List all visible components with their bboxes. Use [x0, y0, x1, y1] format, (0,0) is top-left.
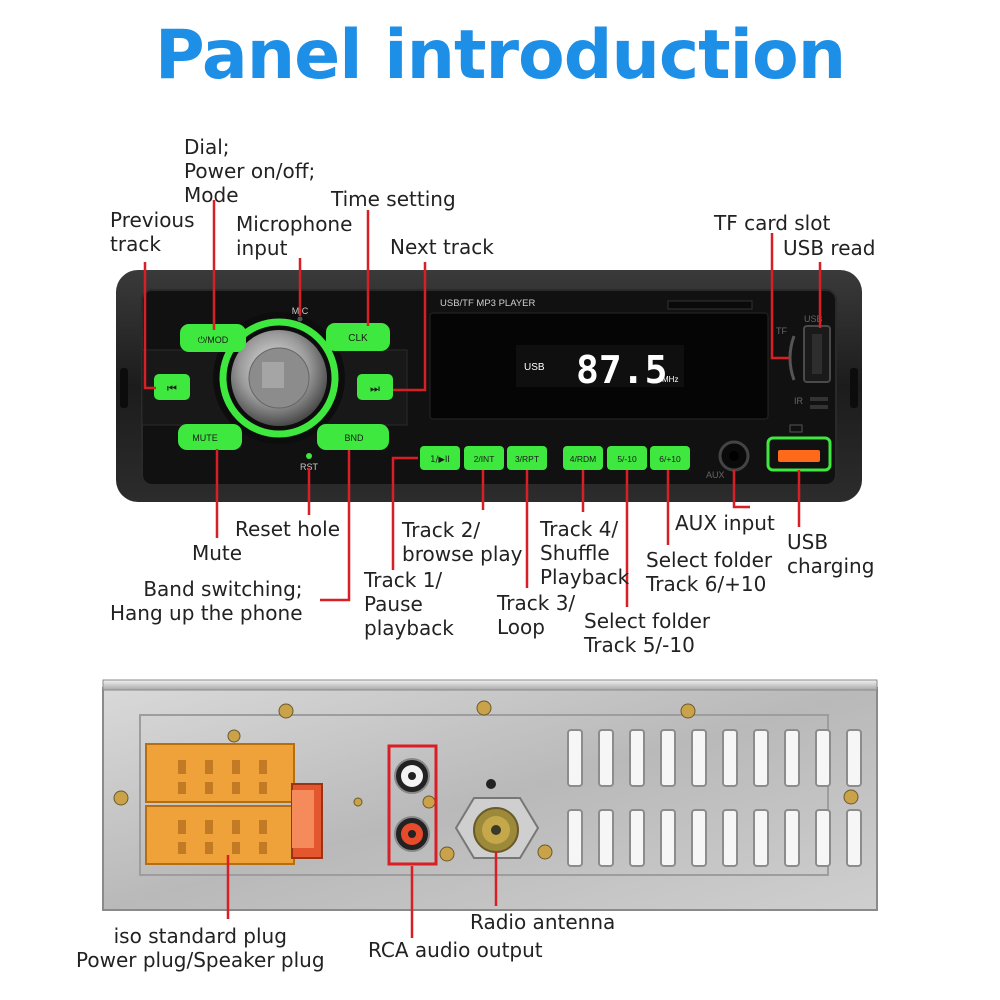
page-title: Panel introduction [154, 16, 846, 95]
label-track2: Track 2/ browse play [402, 518, 523, 566]
label-mute: Mute [192, 541, 243, 565]
button-3-label: 3/RPT [515, 454, 539, 464]
vent-slot [753, 729, 769, 787]
label-previous-track: Previous track [110, 208, 195, 256]
button-4-rdm[interactable]: 4/RDM [563, 446, 603, 470]
label-radio-antenna: Radio antenna [470, 910, 616, 934]
vent-slot [660, 809, 676, 867]
label-track3: Track 3/ Loop [497, 591, 576, 639]
vent-slot [629, 729, 645, 787]
rst-marking: RST [300, 462, 319, 472]
label-usb-charging: USB charging [787, 530, 875, 578]
band-button-label: BND [344, 433, 364, 443]
vent-slot [629, 809, 645, 867]
reset-hole[interactable] [306, 453, 312, 459]
button-2-int[interactable]: 2/INT [464, 446, 504, 470]
rca-audio-output[interactable] [387, 744, 438, 866]
iso-connector [145, 743, 323, 865]
band-button[interactable]: BND [317, 424, 389, 450]
vent-slot [567, 729, 583, 787]
usb-read-port[interactable] [803, 325, 831, 383]
vent-slot [598, 809, 614, 867]
vent-slot [753, 809, 769, 867]
lcd-display: USB 87.5 MHz [429, 312, 769, 420]
volume-knob[interactable] [213, 312, 345, 444]
label-iso-plug: iso standard plug Power plug/Speaker plu… [76, 924, 325, 972]
vent-slots [567, 729, 862, 867]
previous-track-button[interactable]: ⏮ [154, 374, 190, 400]
label-track5: Select folder Track 5/-10 [584, 609, 711, 657]
clk-button-label: CLK [348, 333, 368, 344]
label-tf-card-slot: TF card slot [714, 211, 831, 235]
vent-slot [846, 729, 862, 787]
button-6-plus10[interactable]: 6/+10 [650, 446, 690, 470]
label-next-track: Next track [390, 235, 494, 259]
vent-slot [784, 729, 800, 787]
vent-slot [846, 809, 862, 867]
button-6-label: 6/+10 [659, 454, 681, 464]
vent-slot [691, 809, 707, 867]
next-track-icon: ⏭ [370, 382, 380, 395]
label-aux-input: AUX input [675, 511, 775, 535]
leader-lines [143, 200, 822, 938]
vent-slot [598, 729, 614, 787]
button-2-label: 2/INT [474, 454, 495, 464]
mod-button[interactable]: ⏻/MOD [180, 324, 246, 352]
label-usb-read: USB read [783, 236, 876, 260]
display-unit: MHz [662, 375, 678, 384]
button-4-label: 4/RDM [570, 454, 596, 464]
button-1-label: 1/▶II [430, 455, 450, 465]
usb-charging-port[interactable] [766, 436, 832, 472]
vent-slot [815, 729, 831, 787]
label-reset-hole: Reset hole [235, 517, 340, 541]
label-band-switching: Band switching; Hang up the phone [110, 577, 303, 625]
ir-marking: IR [794, 396, 804, 406]
tf-marking: TF [776, 326, 787, 336]
display-frequency: 87.5 [576, 348, 668, 392]
button-1-pause[interactable]: 1/▶II [420, 446, 460, 470]
label-track1: Track 1/ Pause playback [364, 568, 454, 640]
vent-slot [784, 809, 800, 867]
vent-slot [722, 729, 738, 787]
microphone-hole [297, 316, 303, 322]
usb-marking: USB [804, 314, 823, 324]
label-microphone-input: Microphone input [236, 212, 353, 260]
label-track4: Track 4/ Shuffle Playback [540, 517, 630, 589]
button-5-minus10[interactable]: 5/-10 [607, 446, 647, 470]
button-5-label: 5/-10 [617, 454, 637, 464]
mute-button-label: MUTE [192, 433, 218, 443]
clk-button[interactable]: CLK [326, 323, 390, 351]
label-dial: Dial; Power on/off; Mode [184, 135, 316, 207]
mod-button-label: ⏻/MOD [198, 335, 229, 345]
vent-slot [815, 809, 831, 867]
back-panel [102, 679, 878, 911]
aux-marking: AUX [706, 470, 725, 480]
vent-slot [722, 809, 738, 867]
label-rca-output: RCA audio output [368, 938, 543, 962]
label-time-setting: Time setting [331, 187, 456, 211]
front-panel: MIC RST ⏻/MOD CLK ⏮ ⏭ MUTE BND USB/TF [116, 270, 862, 502]
button-3-rpt[interactable]: 3/RPT [507, 446, 547, 470]
vent-slot [691, 729, 707, 787]
vent-slot [567, 809, 583, 867]
previous-track-icon: ⏮ [167, 382, 177, 395]
display-source: USB [524, 362, 545, 373]
vent-slot [660, 729, 676, 787]
aux-jack[interactable] [718, 440, 750, 472]
label-track6: Select folder Track 6/+10 [646, 548, 773, 596]
mute-button[interactable]: MUTE [178, 424, 242, 450]
player-label: USB/TF MP3 PLAYER [440, 298, 536, 309]
next-track-button[interactable]: ⏭ [357, 374, 393, 400]
radio-antenna-socket[interactable] [454, 797, 540, 859]
